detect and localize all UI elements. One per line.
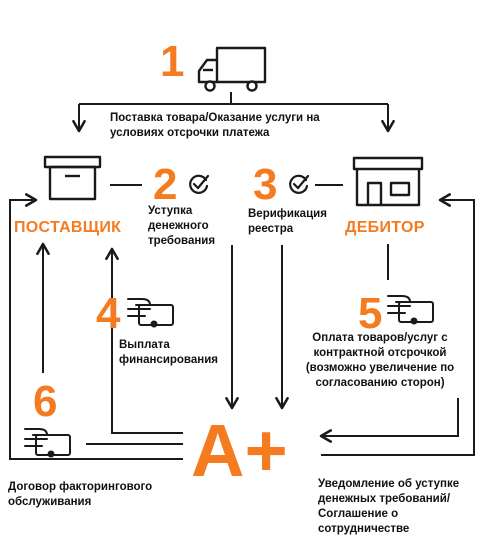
truck-icon: [197, 46, 267, 92]
box-icon: [43, 155, 102, 201]
top-connector: [72, 92, 395, 133]
step-3-number: 3: [253, 160, 278, 209]
outer-left-loop: [9, 193, 183, 460]
step-3-text: Верификация реестра: [248, 208, 327, 235]
supplier-label: ПОСТАВЩИК: [14, 219, 122, 236]
check-circle-icon: [289, 174, 310, 194]
step-1-text: Поставка товара/Оказание услуги на услов…: [110, 112, 320, 139]
step-1-number: 1: [160, 37, 185, 86]
factor-logo: A+: [191, 409, 288, 492]
hand-money-icon: [127, 298, 174, 328]
step4-path: [105, 247, 183, 434]
hand-money-icon: [387, 295, 434, 325]
step-5-number: 5: [358, 289, 383, 338]
debtor-label: ДЕБИТОР: [345, 219, 425, 236]
check-circle-icon: [189, 174, 210, 194]
down-arrows: [225, 245, 289, 410]
shop-icon: [352, 156, 424, 207]
hand-money-icon: [24, 428, 71, 458]
step-2-text: Уступка денежного требования: [148, 205, 216, 247]
step-6-number: 6: [33, 377, 58, 426]
step-6-text: Договор факторингового обслуживания: [8, 481, 153, 508]
step-4-text: Выплата финансирования: [119, 339, 218, 366]
step-4-number: 4: [96, 289, 121, 338]
right-paths: [319, 193, 475, 456]
step-5-text: Оплата товаров/услуг с контрактной отсро…: [305, 332, 455, 389]
step-2-number: 2: [153, 160, 178, 209]
notification-text: Уведомление об уступке денежных требован…: [318, 478, 460, 535]
